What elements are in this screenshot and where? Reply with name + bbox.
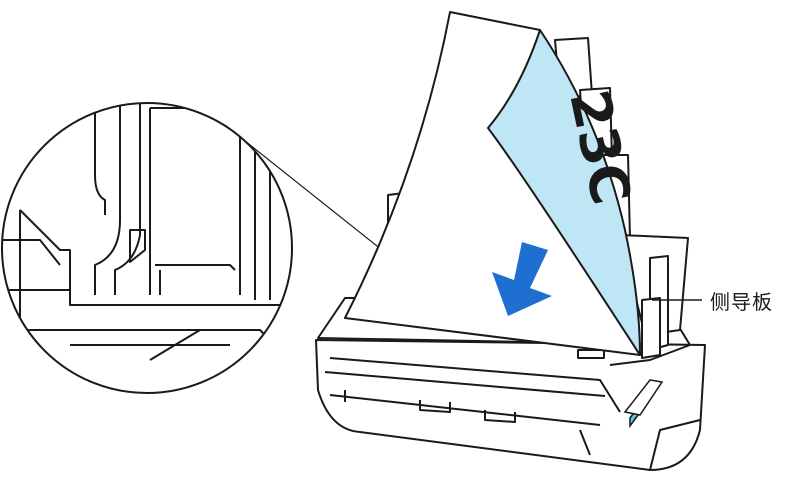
down-arrow-icon [492, 242, 552, 316]
side-guide-label: 侧导板 [710, 290, 773, 314]
document-sheet: 23C [344, 11, 643, 356]
right-side-guide [641, 255, 669, 359]
zoom-detail-circle [1, 102, 293, 394]
